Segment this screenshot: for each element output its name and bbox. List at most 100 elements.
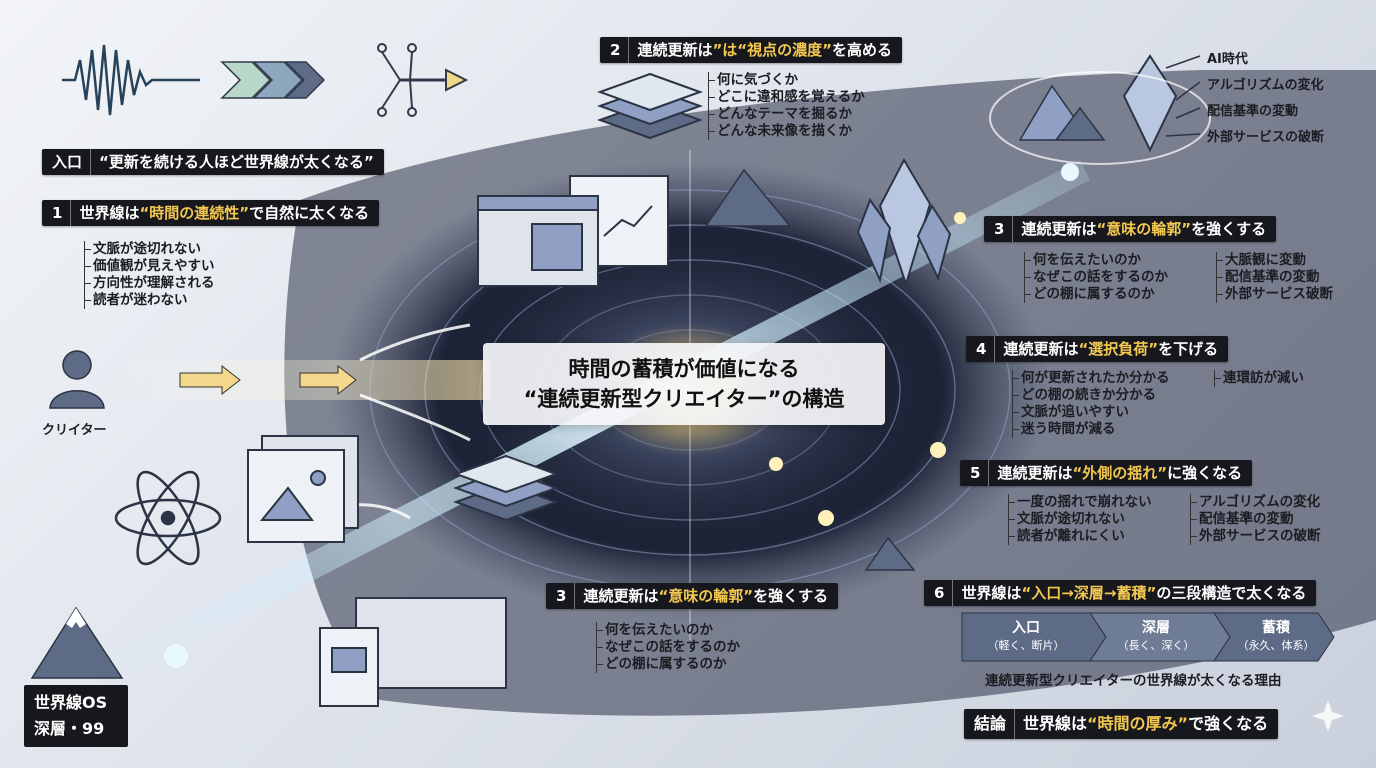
section3-top-list: 何を伝えたいのか なぜこの話をするのか どの棚に属するのか — [1024, 252, 1168, 303]
stage-title: 深層 — [1142, 620, 1170, 636]
section2-pre: 連続更新は — [637, 41, 713, 59]
section1-pre: 世界線は — [79, 204, 140, 222]
section6-pre: 世界線は — [961, 584, 1022, 602]
conclusion-post: で強くなる — [1188, 714, 1269, 733]
chevron-arrows-icon — [220, 61, 326, 99]
sparkle-icon — [1312, 700, 1344, 732]
os-badge-line2: 深層・99 — [34, 719, 105, 738]
list-item: どこに違和感を覚えるか — [709, 89, 865, 105]
section4-num: 4 — [976, 336, 996, 362]
section3-top-post: を強くする — [1191, 220, 1267, 238]
os-badge-line1: 世界線OS — [34, 693, 108, 712]
glow-dot-6 — [954, 212, 966, 224]
section2-num: 2 — [610, 37, 630, 63]
glow-dot-4 — [818, 510, 834, 526]
exchange-stack-icon — [453, 454, 559, 522]
section5-pre: 連続更新は — [997, 464, 1073, 482]
crystal-icon — [856, 54, 1178, 288]
creator-avatar-icon — [49, 350, 105, 409]
section5-right-list: アルゴリズムの変化 配信基準の変動 外部サービスの破断 — [1190, 494, 1321, 545]
section5-highlight: “外側の揺れ” — [1072, 464, 1168, 482]
section3-bottom-post: を強くする — [753, 587, 829, 605]
section1-num: 1 — [52, 200, 72, 226]
section2-highlight: ”は“視点の濃度” — [712, 41, 833, 59]
stage-entrance: 入口 （軽く、断片） — [962, 613, 1090, 661]
section3-top-right-list: 大脈観に変動 配信基準の変動 外部サービス破断 — [1216, 252, 1333, 303]
section1-highlight: “時間の連続性” — [139, 204, 250, 222]
stage-sub: （軽く、断片） — [987, 639, 1065, 652]
list-item: 文脈が途切れない — [85, 241, 215, 258]
list-item: 読者が離れにくい — [1009, 528, 1152, 545]
list-item: 一度の揺れで崩れない — [1009, 494, 1152, 510]
stage-bar — [961, 612, 1335, 662]
list-item: 価値観が見えやすい — [85, 258, 215, 274]
list-item: どの棚に属するのか — [597, 656, 740, 673]
list-item: 配信基準の変動 — [1207, 104, 1299, 119]
stage-deep: 深層 （長く、深く） — [1092, 613, 1220, 661]
section6-num: 6 — [934, 580, 954, 606]
os-badge: 世界線OS 深層・99 — [24, 685, 128, 747]
ai-factors-list: AI時代 アルゴリズムの変化 配信基準の変動 外部サービスの破断 — [1207, 47, 1324, 151]
stage-title: 蓄積 — [1262, 620, 1290, 636]
entrance-label: 入口“更新を続ける人ほど世界線が太くなる” — [42, 149, 384, 175]
section5-post: に強くなる — [1167, 464, 1243, 482]
list-item: 外部サービス破断 — [1217, 286, 1333, 302]
section1-list: 文脈が途切れない 価値観が見えやすい 方向性が理解される 読者が迷わない — [84, 241, 215, 309]
stage-caption: 連続更新型クリエイターの世界線が太くなる理由 — [985, 673, 1282, 689]
waveform-icon — [62, 44, 200, 116]
section5-num: 5 — [970, 460, 990, 486]
glow-dot-5 — [930, 442, 946, 458]
atom-icon — [114, 470, 222, 566]
list-item: どんなテーマを掘るか — [709, 106, 865, 123]
section4-pre: 連続更新は — [1003, 340, 1079, 358]
section5-list: 一度の揺れで崩れない 文脈が途切れない 読者が離れにくい — [1008, 494, 1152, 545]
glow-dot-1 — [164, 644, 188, 668]
list-item: AI時代 — [1207, 52, 1248, 67]
documents-icon — [319, 597, 507, 707]
flow-arrow-icon — [179, 364, 357, 396]
conclusion-label: 結論世界線は“時間の厚み”で強くなる — [964, 709, 1279, 739]
list-item: どの棚の続きか分かる — [1013, 387, 1170, 404]
section3-bottom-num: 3 — [556, 583, 576, 609]
section3-bottom-highlight: “意味の輪郭” — [658, 587, 754, 605]
list-item: 文脈が途切れない — [1009, 511, 1152, 528]
section3-top-pre: 連続更新は — [1021, 220, 1097, 238]
conclusion-num: 結論 — [974, 709, 1016, 739]
stage-sub: （長く、深く） — [1117, 639, 1195, 652]
stage-title: 入口 — [1012, 620, 1040, 636]
section3-top-num: 3 — [994, 216, 1014, 242]
section6-highlight: “入口→深層→蓄積” — [1021, 584, 1157, 602]
layer-stack-icon — [597, 72, 703, 140]
list-item: どんな未来像を描くか — [709, 123, 865, 140]
section4-post: を下げる — [1158, 340, 1219, 358]
list-item: アルゴリズムの変化 — [1207, 78, 1324, 93]
list-item: 何を伝えたいのか — [597, 622, 740, 639]
section6-post: の三段構造で太くなる — [1156, 584, 1307, 602]
section3-bottom-list: 何を伝えたいのか なぜこの話をするのか どの棚に属するのか — [596, 622, 740, 673]
list-item: 配信基準の変動 — [1217, 269, 1333, 286]
list-item: 何を伝えたいのか — [1025, 252, 1168, 269]
list-item: アルゴリズムの変化 — [1191, 494, 1321, 510]
glow-dot-2 — [1061, 163, 1079, 181]
list-item: なぜこの話をするのか — [597, 639, 740, 655]
entrance-text: “更新を続ける人ほど世界線が太くなる” — [99, 153, 374, 171]
section4-right-list: 連環訪が減い — [1214, 370, 1304, 387]
section2-list: 何に気づくか どこに違和感を覚えるか どんなテーマを掘るか どんな未来像を描くか — [708, 72, 865, 140]
conclusion-highlight: “時間の厚み” — [1087, 714, 1189, 733]
section3-bottom-label: 3 連続更新は“意味の輪郭”を強くする — [546, 583, 839, 609]
list-item: 迷う時間が減る — [1013, 421, 1170, 438]
conclusion-pre: 世界線は — [1023, 714, 1088, 733]
stage-accumulate: 蓄積 （永久、体系） — [1212, 613, 1340, 661]
photo-cards-icon — [247, 435, 359, 543]
section3-bottom-pre: 連続更新は — [583, 587, 659, 605]
list-item: 配信基準の変動 — [1191, 511, 1321, 528]
converging-arrow-icon — [377, 43, 469, 117]
mountains-icon — [704, 84, 1106, 571]
list-item: 方向性が理解される — [85, 275, 215, 291]
mountain-icon — [30, 606, 124, 679]
section4-list: 何が更新されたか分かる どの棚の続きか分かる 文脈が追いやすい 迷う時間が減る — [1012, 370, 1170, 438]
